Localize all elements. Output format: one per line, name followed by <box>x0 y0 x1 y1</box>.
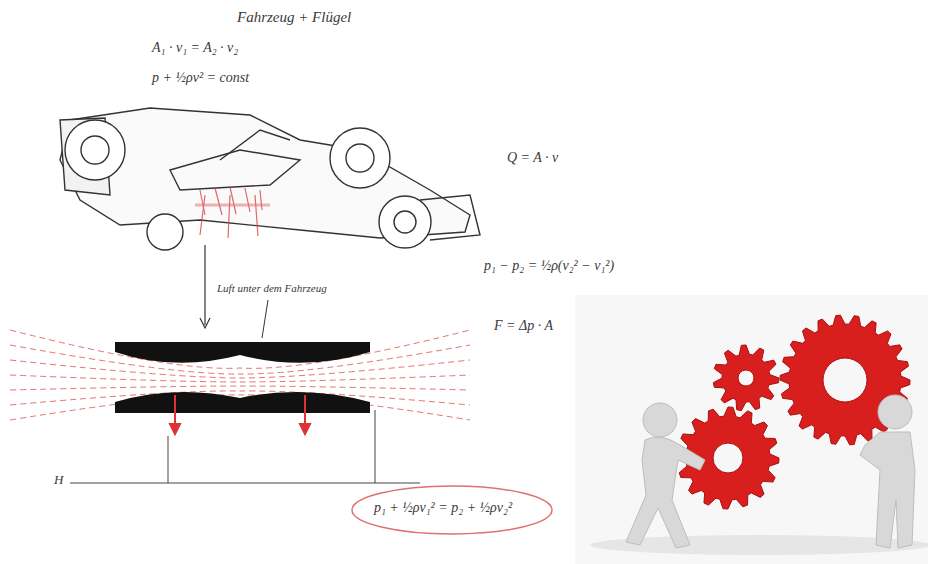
sketch-title: Fahrzeug + Flügel <box>235 8 353 26</box>
formula: A₁ · v₁ = A₂ · v₂ <box>150 40 240 57</box>
formula: F = Δp · A <box>492 318 555 335</box>
gear-icon <box>713 345 779 411</box>
flow-lines <box>10 330 470 420</box>
image-ground <box>575 295 928 564</box>
dimension-label: H <box>52 472 65 488</box>
pressure-arrows <box>170 395 310 434</box>
circle-mark <box>352 486 552 534</box>
note-label: Luft unter dem Fahrzeug <box>215 282 329 295</box>
formula: p₁ − p₂ = ½ρ(v₂² − v₁²) <box>482 258 616 275</box>
dimension-lines <box>70 410 420 483</box>
formula: Q = A · v <box>505 150 560 167</box>
figure-left <box>626 403 705 548</box>
gear-body <box>713 345 779 411</box>
car-sketch <box>60 108 480 250</box>
gear-hole <box>738 370 754 386</box>
leader-line <box>262 300 268 338</box>
venturi-bands <box>115 342 370 413</box>
figure-right <box>860 395 915 548</box>
formula: p + ½ρv² = const <box>150 70 251 87</box>
arrow-down <box>200 245 210 328</box>
gear-hole <box>713 443 743 473</box>
gear-hole <box>823 358 867 402</box>
downforce-hatching <box>195 187 270 238</box>
circled-formula: p₁ + ½ρv₁² = p₂ + ½ρv₂² <box>372 500 514 517</box>
